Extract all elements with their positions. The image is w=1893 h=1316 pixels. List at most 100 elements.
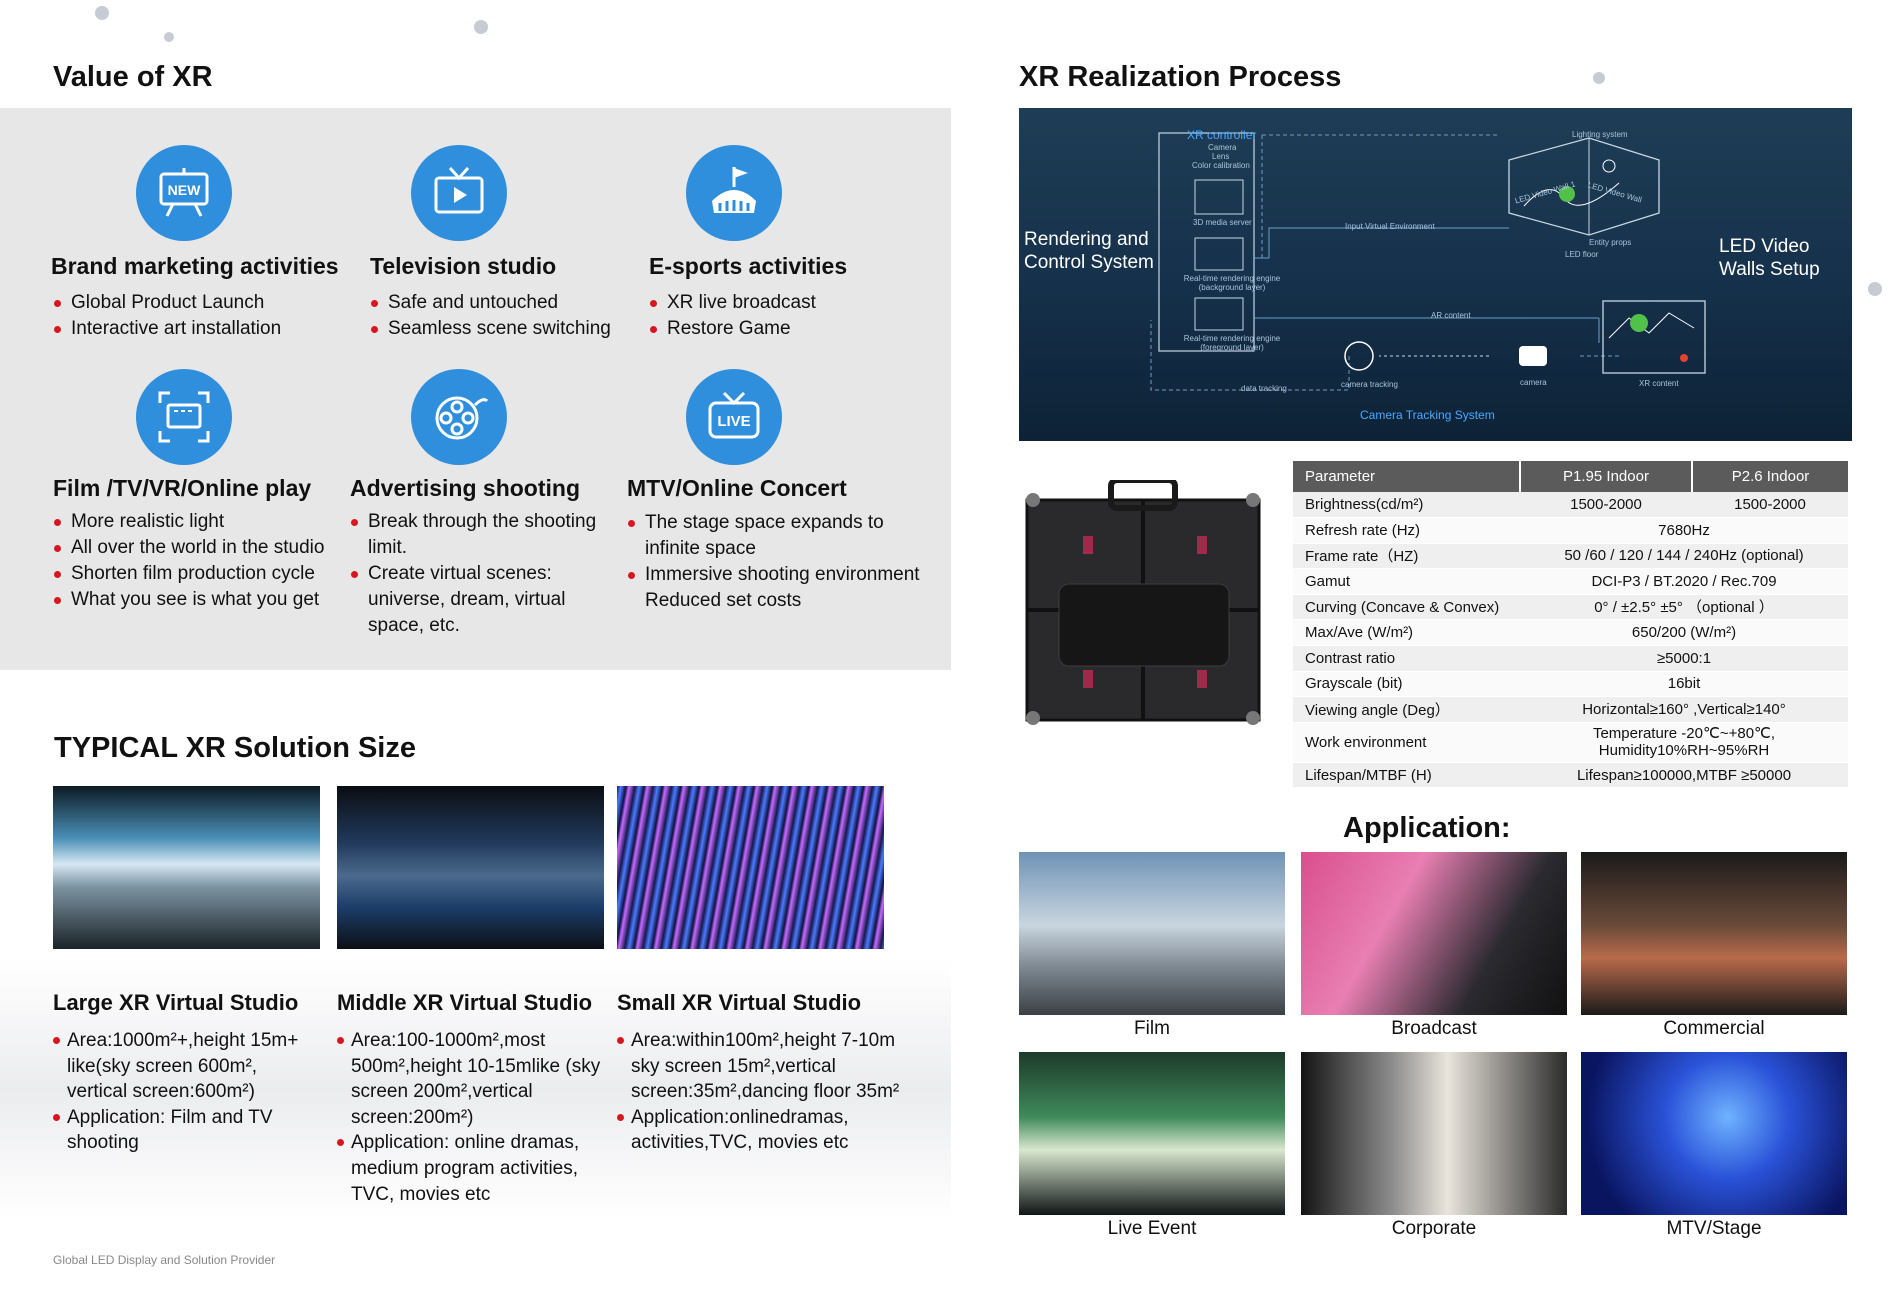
value-cell: 16bit: [1520, 671, 1848, 698]
bullet-item: Area:1000m²+,height 15m+ like(sky screen…: [53, 1028, 318, 1105]
value-cell: Temperature -20℃~+80℃, Humidity10%RH~95%…: [1520, 722, 1848, 763]
svg-text:NEW: NEW: [168, 182, 201, 198]
rendering-control-label: Rendering and Control System: [1024, 229, 1154, 273]
value-item-bullets: More realistic light All over the world …: [53, 509, 353, 613]
application-caption: Corporate: [1391, 1218, 1477, 1239]
value-cell: ≥5000:1: [1520, 645, 1848, 672]
process-section-title: XR Realization Process: [1019, 61, 1342, 93]
new-sign-icon: NEW: [136, 145, 232, 241]
value-cell: 1500-2000: [1692, 492, 1848, 519]
bullet-item: The stage space expands to infinite spac…: [627, 510, 932, 562]
table-row: Lifespan/MTBF (H)Lifespan≥100000,MTBF ≥5…: [1293, 762, 1848, 789]
bullet-item: Immersive shooting environment Reduced s…: [627, 562, 932, 614]
header-p195: P1.95 Indoor: [1520, 461, 1693, 492]
bullet-item: What you see is what you get: [53, 587, 353, 613]
input-env-label: Input Virtual Environment: [1345, 222, 1435, 231]
param-cell: Frame rate（HZ): [1293, 543, 1520, 570]
table-row: Refresh rate (Hz)7680Hz: [1293, 517, 1848, 544]
decorative-dot: [474, 20, 488, 34]
param-cell: Max/Ave (W/m²): [1293, 619, 1520, 647]
studio-bullets: Area:1000m²+,height 15m+ like(sky screen…: [53, 1028, 318, 1156]
value-item-title: E-sports activities: [649, 253, 848, 279]
live-event-photo: [1019, 1052, 1285, 1215]
mtv-stage-photo: [1581, 1052, 1847, 1215]
param-cell: Work environment: [1293, 722, 1520, 763]
table-row: Viewing angle (Deg）Horizontal≥160° ,Vert…: [1293, 696, 1848, 723]
bullet-item: Create virtual scenes: universe, dream, …: [350, 561, 600, 639]
bullet-item: Global Product Launch: [53, 290, 353, 316]
controller-color-calibration: Color calibration: [1192, 161, 1250, 170]
table-row: Frame rate（HZ)50 /60 / 120 / 144 / 240Hz…: [1293, 543, 1848, 570]
film-frame-icon: [136, 369, 232, 465]
bullet-item: Area:100-1000m²,most 500m²,height 10-15m…: [337, 1028, 602, 1130]
entity-props-label: Entity props: [1589, 238, 1632, 247]
xr-controller-label: XR controller: [1187, 128, 1257, 142]
broadcast-photo: [1301, 852, 1567, 1015]
small-studio-photo: [617, 786, 884, 949]
value-cell: 7680Hz: [1520, 517, 1848, 544]
param-cell: Lifespan/MTBF (H): [1293, 762, 1520, 789]
bullet-item: Break through the shooting limit.: [350, 509, 600, 561]
fg-engine-label: Real-time rendering engine (foreground l…: [1183, 334, 1281, 352]
bullet-item: XR live broadcast: [649, 290, 919, 316]
led-floor-label: LED floor: [1565, 250, 1599, 259]
decorative-dot: [1593, 72, 1605, 84]
live-tv-icon: LIVE: [686, 369, 782, 465]
film-photo: [1019, 852, 1285, 1015]
param-cell: Grayscale (bit): [1293, 671, 1520, 698]
studio-bullets: Area:within100m²,height 7-10m sky screen…: [617, 1028, 917, 1156]
value-item-title: Brand marketing activities: [51, 253, 339, 279]
application-caption: Commercial: [1663, 1018, 1765, 1039]
value-cell: DCI-P3 / BT.2020 / Rec.709: [1520, 568, 1848, 595]
application-caption: Live Event: [1107, 1218, 1197, 1239]
value-section-title: Value of XR: [53, 61, 213, 93]
middle-studio-photo: [337, 786, 604, 949]
bullet-item: Restore Game: [649, 316, 919, 342]
application-caption: MTV/Stage: [1666, 1218, 1762, 1239]
application-title: Application:: [1343, 812, 1511, 844]
param-cell: Brightness(cd/m²): [1293, 492, 1520, 519]
data-tracking-label: data tracking: [1241, 384, 1287, 393]
bullet-item: Safe and untouched: [370, 290, 640, 316]
value-item-bullets: XR live broadcast Restore Game: [649, 290, 919, 342]
controller-lens: Lens: [1212, 152, 1230, 161]
header-p26: P2.6 Indoor: [1692, 461, 1848, 492]
esports-stadium-icon: [686, 145, 782, 241]
bullet-item: Application: online dramas, medium progr…: [337, 1130, 602, 1207]
camera-tracking-label: camera tracking: [1341, 380, 1398, 389]
table-row: Max/Ave (W/m²)650/200 (W/m²): [1293, 619, 1848, 647]
param-cell: Gamut: [1293, 568, 1520, 595]
value-item-title: Advertising shooting: [350, 475, 580, 501]
table-row: Curving (Concave & Convex)0° / ±2.5° ±5°…: [1293, 594, 1848, 621]
bullet-item: Area:within100m²,height 7-10m sky screen…: [617, 1028, 917, 1105]
bullet-item: Interactive art installation: [53, 316, 353, 342]
studio-title: Middle XR Virtual Studio: [337, 990, 593, 1015]
value-panel: NEW Brand marketing activities Global Pr…: [0, 108, 951, 670]
studio-bullets: Area:100-1000m²,most 500m²,height 10-15m…: [337, 1028, 602, 1207]
bullet-item: Shorten film production cycle: [53, 561, 353, 587]
process-diagram-lines: [1150, 132, 1706, 391]
value-cell: 1500-2000: [1520, 492, 1692, 519]
param-cell: Refresh rate (Hz): [1293, 517, 1520, 544]
television-icon: [411, 145, 507, 241]
value-item-title: MTV/Online Concert: [627, 475, 847, 501]
faded-city-background: [0, 960, 951, 1220]
param-cell: Viewing angle (Deg）: [1293, 696, 1520, 723]
application-caption: Film: [1134, 1018, 1170, 1039]
table-row: Contrast ratio≥5000:1: [1293, 645, 1848, 672]
header-parameter: Parameter: [1293, 461, 1521, 492]
ar-content-label: AR content: [1431, 311, 1471, 320]
led-cabinet-image: [1019, 477, 1267, 738]
studio-title: Small XR Virtual Studio: [617, 990, 862, 1015]
decorative-dot: [164, 32, 174, 42]
value-item-bullets: Break through the shooting limit. Create…: [350, 509, 600, 639]
typical-section-title: TYPICAL XR Solution Size: [54, 732, 416, 764]
value-cell: 50 /60 / 120 / 144 / 240Hz (optional): [1520, 543, 1848, 570]
value-cell: Horizontal≥160° ,Vertical≥140°: [1520, 696, 1848, 723]
value-cell: 0° / ±2.5° ±5° （optional ）: [1520, 594, 1848, 621]
film-reel-icon: [411, 369, 507, 465]
lighting-label: Lighting system: [1572, 130, 1628, 139]
process-diagram: Rendering and Control System LED Video W…: [1019, 108, 1852, 441]
value-item-title: Film /TV/VR/Online play: [53, 475, 312, 501]
